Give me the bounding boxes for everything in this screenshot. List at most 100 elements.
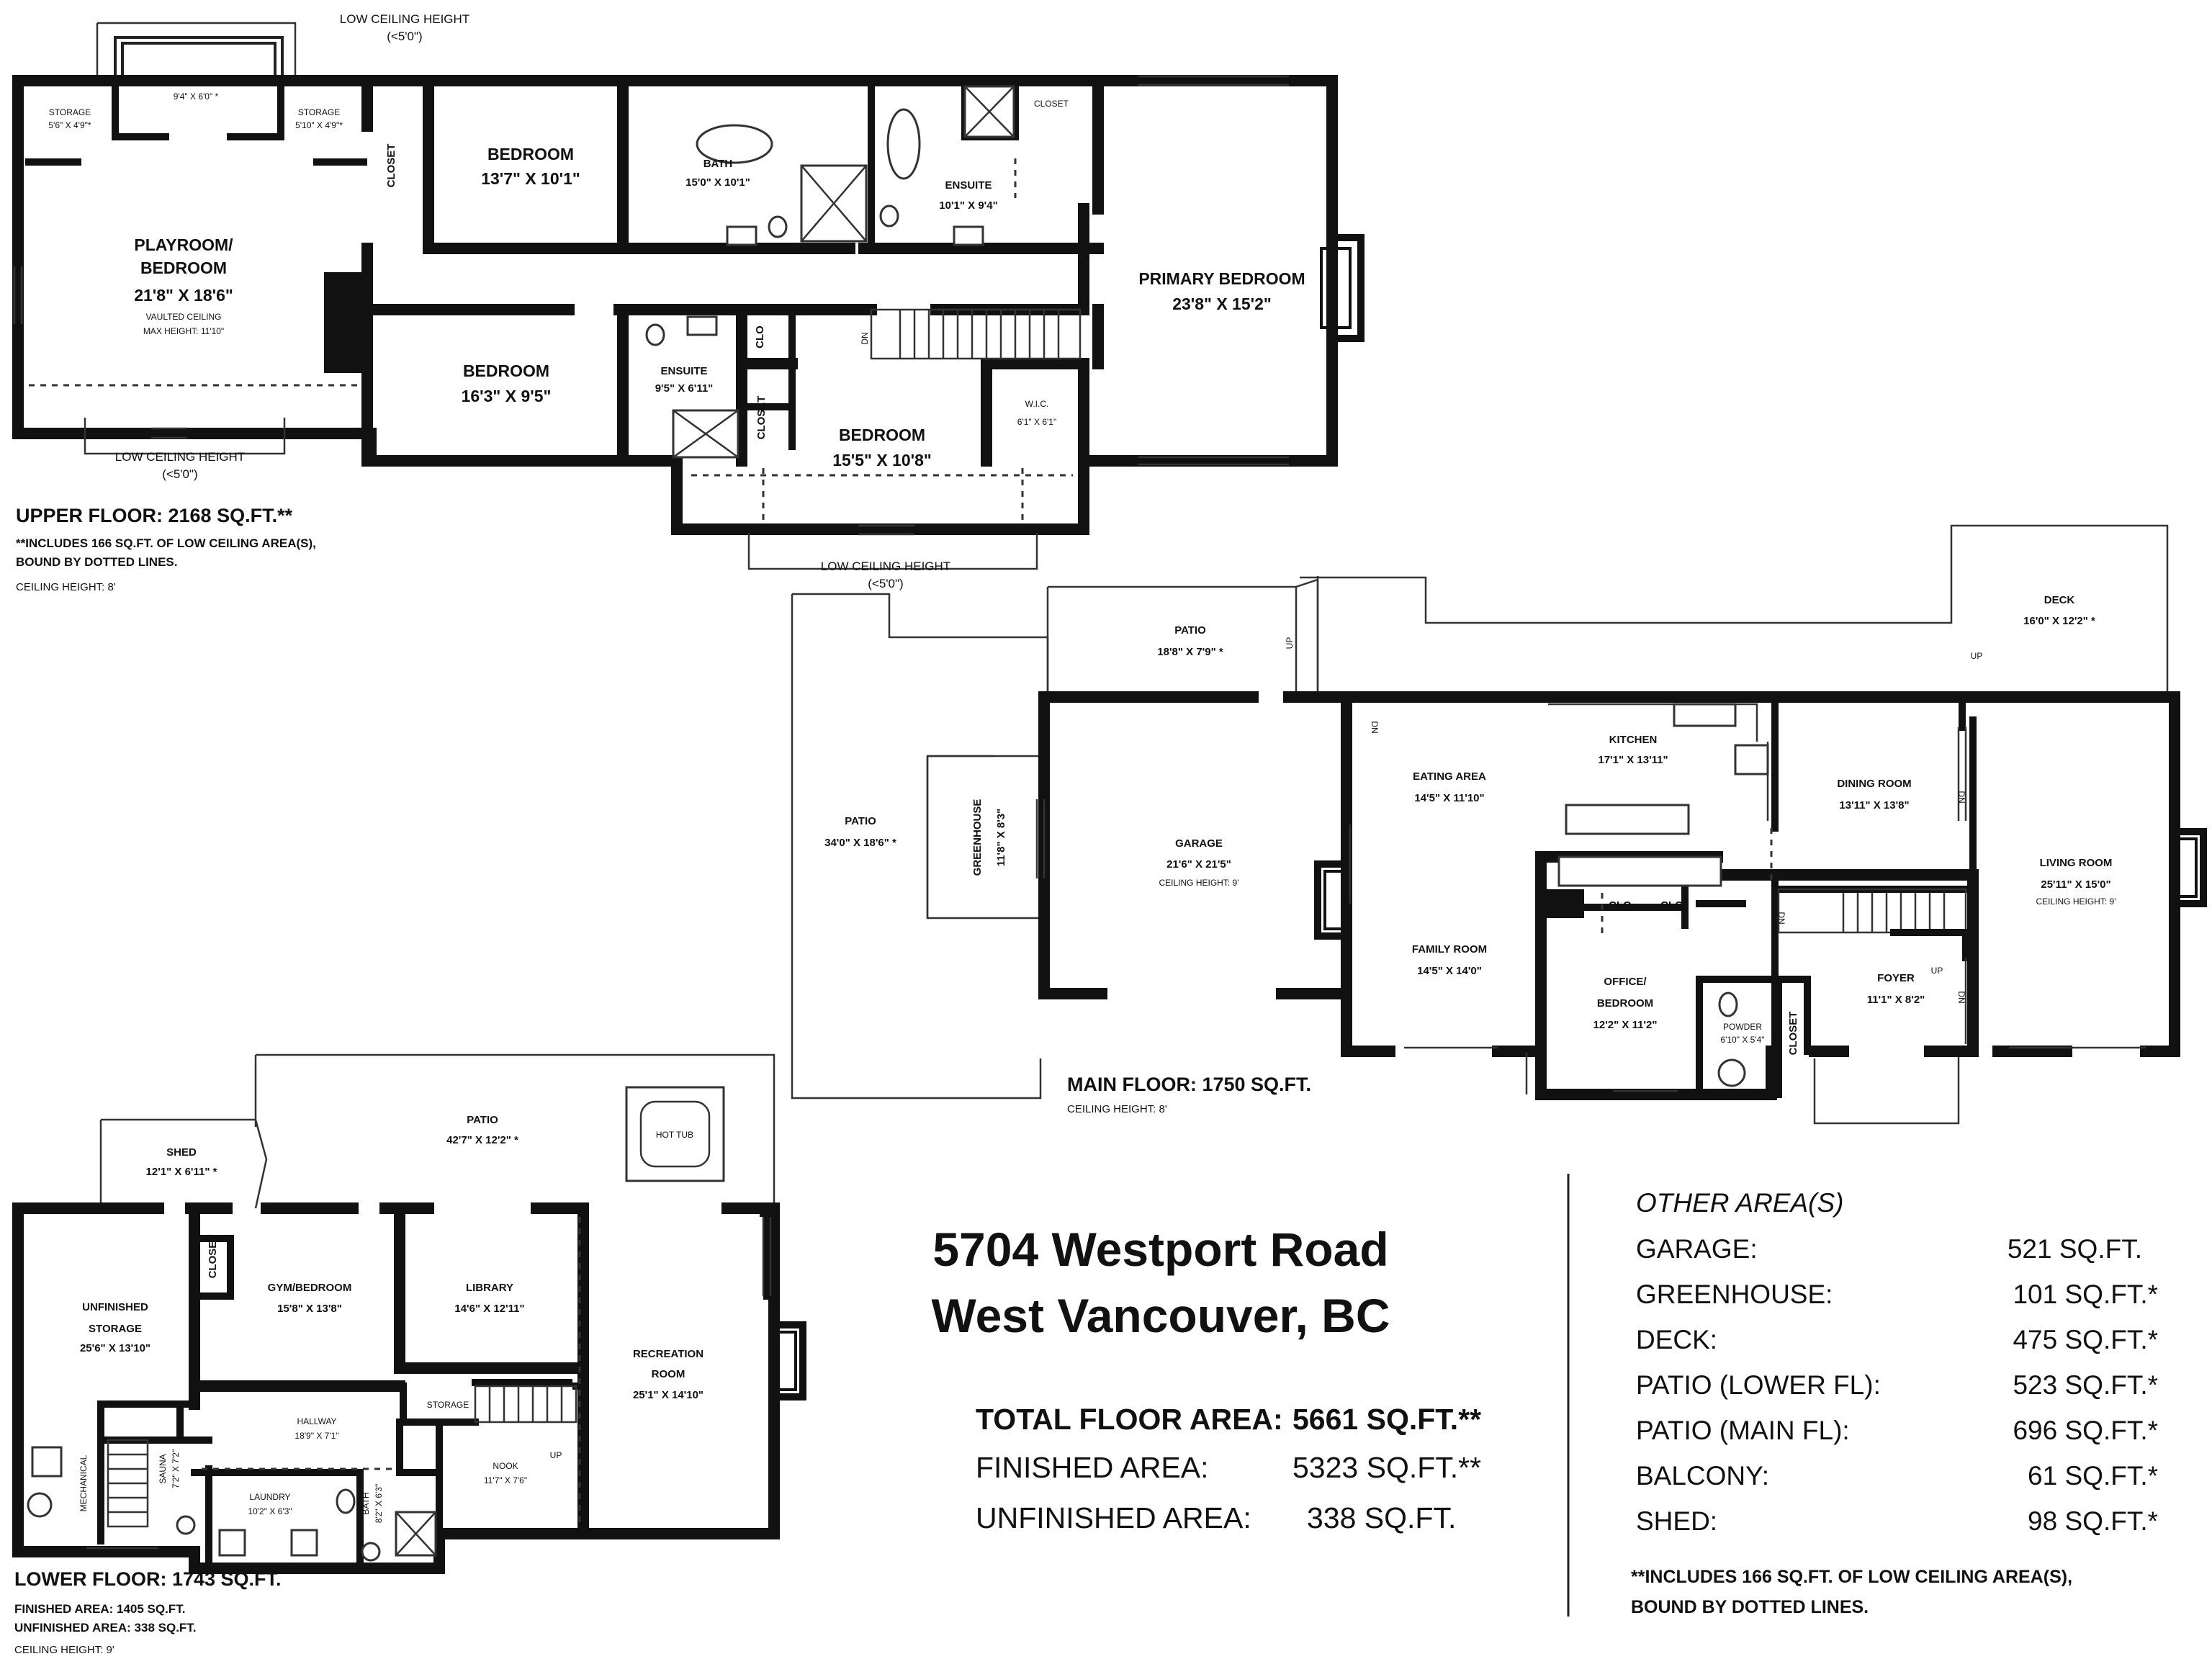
- dim-primary: 23'8" X 15'2": [1172, 295, 1272, 313]
- label-nook: NOOK: [493, 1461, 518, 1471]
- dim-bedroom-2: 16'3" X 9'5": [462, 387, 552, 405]
- upper-stairs: [870, 308, 1082, 360]
- other-area-patio-main-value: 696 SQ.FT.*: [2013, 1416, 2158, 1445]
- main-stairs: [1777, 888, 1969, 961]
- lower-floor-title: LOWER FLOOR: 1743 SQ.FT.: [14, 1568, 282, 1590]
- dim-greenhouse: 11'8" X 8'3": [995, 809, 1007, 867]
- dim-powder: 6'10" X 5'4": [1720, 1035, 1764, 1045]
- dim-gym: 15'8" X 13'8": [277, 1303, 342, 1315]
- label-unfinished-1: UNFINISHED: [82, 1301, 148, 1313]
- label-kitchen: KITCHEN: [1609, 734, 1658, 746]
- dim-patio-top: 18'8" X 7'9" *: [1157, 646, 1223, 658]
- upper-low-ceiling-br-val: (<5'0"): [868, 577, 903, 590]
- label-closet-lower: CLOSET: [207, 1235, 219, 1279]
- label-bath-lower: BATH: [361, 1492, 371, 1514]
- upper-low-ceiling-top-val: (<5'0"): [387, 30, 422, 43]
- label-office-1: OFFICE/: [1604, 976, 1647, 988]
- label-eating: EATING AREA: [1413, 770, 1486, 783]
- label-dn-main-3: DN: [1776, 912, 1786, 924]
- dim-hallway: 18'9" X 7'1": [295, 1431, 338, 1441]
- label-closet-top: CLOSET: [1034, 99, 1069, 109]
- label-dn-upper: DN: [860, 332, 870, 344]
- upper-floor-plan: LOW CEILING HEIGHT (<5'0"): [12, 12, 1364, 593]
- dim-bath-lower: 8'2" X 6'3": [374, 1484, 384, 1523]
- unfinished-area-value: 338 SQ.FT.: [1307, 1501, 1456, 1534]
- other-area-shed-label: SHED:: [1636, 1506, 1717, 1536]
- label-hallway: HALLWAY: [297, 1416, 336, 1426]
- lower-floor-plan: HOT TUB SHED: [12, 1053, 806, 1656]
- label-laundry: LAUNDRY: [249, 1492, 290, 1502]
- label-ensuite-1: ENSUITE: [945, 179, 992, 192]
- label-patio-lower: PATIO: [467, 1114, 498, 1126]
- label-dn-main-4: DN: [1956, 991, 1966, 1003]
- label-storage-right: STORAGE: [298, 107, 340, 117]
- dim-eating: 14'5" X 11'10": [1414, 792, 1484, 804]
- upper-room-labels: BALCONY 9'4" X 6'0" * STORAGE 5'6" X 4'9…: [48, 73, 1305, 469]
- upper-floor-note-2: BOUND BY DOTTED LINES.: [16, 555, 177, 569]
- label-library: LIBRARY: [466, 1282, 513, 1294]
- lower-floor-finished: FINISHED AREA: 1405 SQ.FT.: [14, 1602, 185, 1616]
- label-patio-top: PATIO: [1174, 624, 1206, 637]
- dim-living: 25'11" X 15'0": [2041, 878, 2110, 891]
- upper-floor-ceiling: CEILING HEIGHT: 8': [16, 581, 116, 593]
- dim-garage: 21'6" X 21'5": [1166, 858, 1231, 871]
- label-clo-main-2: CLO: [1660, 899, 1683, 912]
- label-patio-side: PATIO: [845, 815, 876, 827]
- upper-low-ceiling-bl: LOW CEILING HEIGHT: [115, 450, 245, 464]
- label-gym: GYM/BEDROOM: [268, 1282, 352, 1294]
- label-wic: W.I.C.: [1025, 399, 1049, 409]
- finished-area-label: FINISHED AREA:: [976, 1451, 1209, 1484]
- label-recreation-1: RECREATION: [633, 1348, 703, 1360]
- label-closet-vert-2: CLOSET: [755, 396, 768, 440]
- other-area-patio-lower-label: PATIO (LOWER FL):: [1636, 1370, 1881, 1400]
- unfinished-area-label: UNFINISHED AREA:: [976, 1501, 1251, 1534]
- upper-low-ceiling-top: LOW CEILING HEIGHT: [340, 12, 469, 26]
- dim-nook: 11'7" X 7'6": [484, 1475, 527, 1485]
- total-floor-area-value: 5661 SQ.FT.**: [1292, 1403, 1481, 1436]
- summary-block: 5704 Westport Road West Vancouver, BC TO…: [931, 1174, 2158, 1617]
- label-living: LIVING ROOM: [2040, 857, 2113, 869]
- dim-bedroom-3: 15'5" X 10'8": [832, 451, 932, 469]
- dim-patio-lower: 42'7" X 12'2" *: [446, 1134, 518, 1146]
- dim-office: 12'2" X 11'2": [1593, 1019, 1658, 1031]
- label-dn-main-1: DN: [1370, 721, 1380, 733]
- label-family: FAMILY ROOM: [1412, 943, 1487, 956]
- label-dining: DINING ROOM: [1837, 778, 1911, 790]
- dim-family: 14'5" X 14'0": [1417, 965, 1482, 977]
- address-line-2: West Vancouver, BC: [931, 1289, 1390, 1342]
- dim-bath-upper: 15'0" X 10'1": [685, 176, 750, 189]
- label-bedroom-2: BEDROOM: [463, 361, 549, 380]
- dim-storage-right: 5'10" X 4'9"*: [295, 120, 343, 130]
- label-powder: POWDER: [1723, 1022, 1762, 1032]
- other-areas-note-1: **INCLUDES 166 SQ.FT. OF LOW CEILING ARE…: [1631, 1567, 2072, 1587]
- dim-library: 14'6" X 12'11": [454, 1303, 524, 1315]
- label-shed: SHED: [166, 1146, 197, 1159]
- dim-sauna: 7'2" X 7'2": [171, 1449, 181, 1488]
- label-ensuite-2: ENSUITE: [660, 365, 707, 377]
- main-floor-title: MAIN FLOOR: 1750 SQ.FT.: [1067, 1074, 1311, 1095]
- other-areas-note-2: BOUND BY DOTTED LINES.: [1631, 1597, 1869, 1617]
- other-area-shed-value: 98 SQ.FT.*: [2028, 1506, 2158, 1536]
- other-area-greenhouse-label: GREENHOUSE:: [1636, 1280, 1833, 1309]
- other-area-deck-value: 475 SQ.FT.*: [2013, 1325, 2158, 1354]
- upper-low-ceiling-bl-val: (<5'0"): [162, 467, 197, 481]
- note-playroom-1: VAULTED CEILING: [146, 312, 222, 322]
- label-greenhouse: GREENHOUSE: [971, 799, 984, 876]
- label-storage-lower: STORAGE: [427, 1400, 469, 1410]
- dim-unfinished: 25'6" X 13'10": [80, 1342, 150, 1354]
- label-playroom-2: BEDROOM: [140, 258, 227, 277]
- label-hot-tub: HOT TUB: [656, 1130, 693, 1140]
- label-clo-main-1: CLO: [1609, 899, 1632, 912]
- upper-floor-title: UPPER FLOOR: 2168 SQ.FT.**: [16, 505, 293, 526]
- label-mechanical: MECHANICAL: [78, 1455, 89, 1511]
- dim-kitchen: 17'1" X 13'11": [1598, 754, 1668, 766]
- label-clo-vert: CLO: [754, 325, 766, 349]
- dim-wic: 6'1" X 6'1": [1017, 417, 1056, 427]
- label-up-main-3: UP: [1931, 966, 1943, 976]
- address-line-1: 5704 Westport Road: [932, 1223, 1388, 1276]
- dim-playroom: 21'8" X 18'6": [134, 286, 233, 305]
- label-playroom-1: PLAYROOM/: [134, 235, 233, 254]
- label-foyer: FOYER: [1877, 972, 1915, 984]
- label-recreation-2: ROOM: [652, 1368, 685, 1380]
